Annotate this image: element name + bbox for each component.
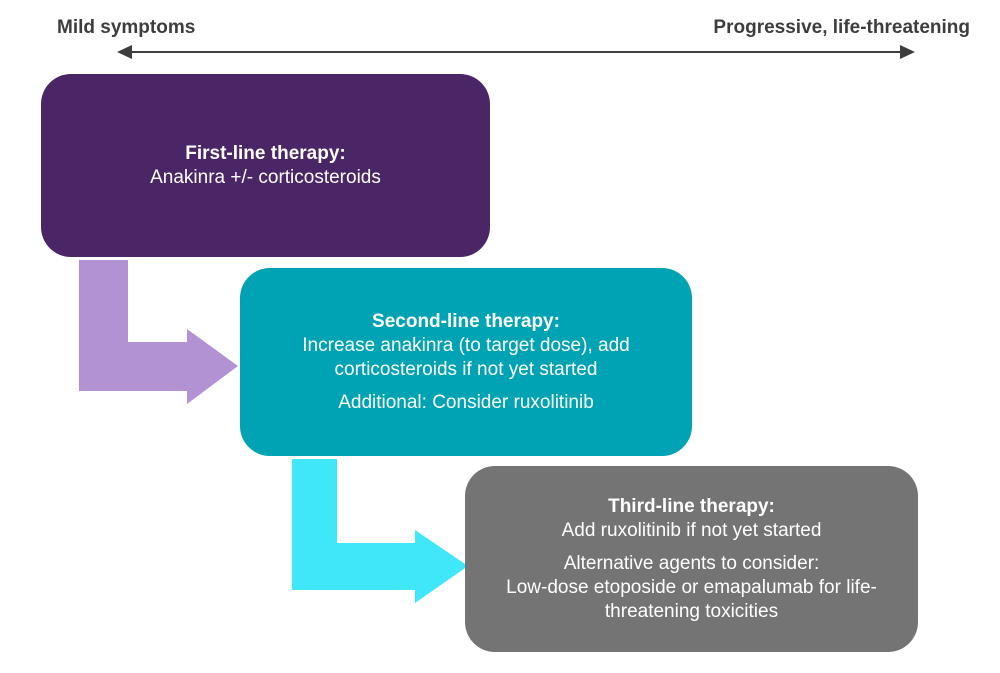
second-line-therapy-box: Second-line therapy: Increase anakinra (…: [240, 268, 692, 456]
third-line-alternative-text-2: threatening toxicities: [604, 600, 779, 622]
spectrum-right-label: Progressive, life-threatening: [713, 17, 970, 38]
second-line-text-2: corticosteroids if not yet started: [334, 358, 598, 380]
second-line-text-1: Increase anakinra (to target dose), add: [302, 334, 630, 356]
first-to-second-elbow-arrow-icon: [79, 260, 238, 404]
third-line-text-1: Add ruxolitinib if not yet started: [561, 519, 822, 541]
second-line-paragraph-1: Second-line therapy: Increase anakinra (…: [302, 310, 629, 382]
third-line-alternative-heading: Alternative agents to consider:: [563, 552, 820, 574]
first-line-text: Anakinra +/- corticosteroids: [150, 166, 381, 188]
second-line-paragraph-2: Additional: Consider ruxolitinib: [338, 391, 594, 415]
double-headed-arrow-icon: [117, 45, 915, 59]
third-line-alternative-text-1: Low-dose etoposide or emapalumab for lif…: [506, 576, 877, 598]
third-line-title: Third-line therapy:: [608, 495, 775, 517]
second-line-title: Second-line therapy:: [372, 310, 560, 332]
second-to-third-elbow-arrow-icon: [292, 459, 468, 603]
spectrum-left-label: Mild symptoms: [57, 17, 196, 38]
first-line-paragraph: First-line therapy: Anakinra +/- cortico…: [150, 142, 381, 190]
second-line-additional-text: Additional: Consider ruxolitinib: [338, 391, 594, 413]
third-line-paragraph-1: Third-line therapy: Add ruxolitinib if n…: [562, 495, 822, 543]
first-line-therapy-box: First-line therapy: Anakinra +/- cortico…: [41, 74, 490, 257]
third-line-paragraph-2: Alternative agents to consider: Low-dose…: [506, 552, 877, 624]
third-line-therapy-box: Third-line therapy: Add ruxolitinib if n…: [465, 466, 918, 652]
first-line-title: First-line therapy:: [185, 142, 346, 164]
